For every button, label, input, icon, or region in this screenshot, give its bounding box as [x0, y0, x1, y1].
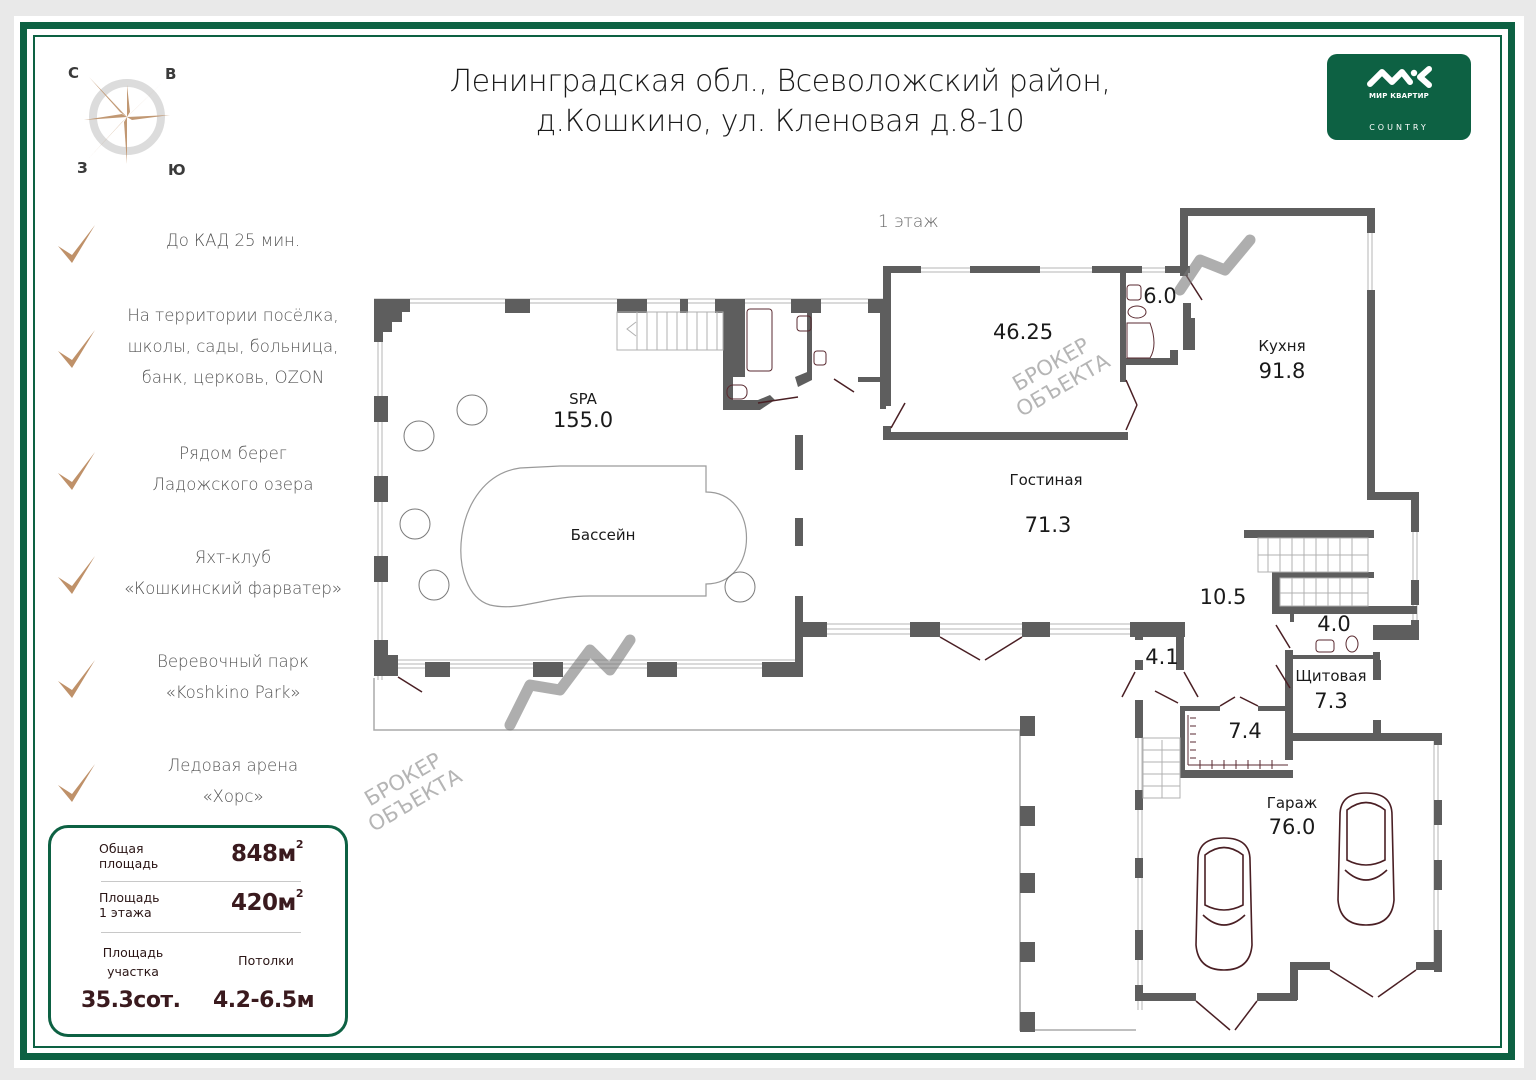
room-kitchen: Кухня 91.8 — [1258, 337, 1306, 383]
address-title: Ленинградская обл., Всеволожский район, … — [420, 62, 1140, 142]
room-spa: SPA 155.0 — [552, 390, 614, 432]
compass-star-icon — [84, 77, 170, 164]
check-icon — [58, 225, 95, 263]
address-line-1: Ленинградская обл., Всеволожский район, — [449, 64, 1111, 99]
check-icon — [58, 764, 95, 802]
plot-area-value: 35.3сот. — [81, 988, 181, 1013]
floor1-area-label: Площадь 1 этажа — [99, 890, 160, 920]
room-46-25: 46.25 — [992, 320, 1054, 344]
check-icon — [58, 452, 95, 490]
check-icon — [58, 556, 95, 594]
room-garage: Гараж 76.0 — [1266, 794, 1318, 839]
compass-north-label: С — [68, 64, 80, 82]
terrace-columns — [1020, 716, 1035, 1032]
feature-text: До КАД 25 мин. — [165, 231, 301, 250]
compass-east-label: В — [165, 65, 177, 83]
walls — [374, 208, 1442, 1001]
check-icon — [58, 330, 95, 368]
feature-item: Рядом берег Ладожского озера — [55, 438, 355, 502]
room-hall-10-5: 10.5 — [1199, 585, 1247, 609]
watermark-logo — [504, 234, 1256, 731]
feature-text: Ледовая арена «Хорс» — [167, 756, 299, 806]
ceiling-label: Потолки — [238, 953, 294, 968]
check-icon — [58, 660, 95, 698]
divider — [101, 932, 301, 933]
feature-text: На территории посёлка, школы, сады, боль… — [127, 306, 339, 387]
staircases — [616, 311, 1369, 799]
feature-item: Ледовая арена «Хорс» — [55, 750, 355, 814]
car-icon — [1337, 792, 1395, 926]
feature-item: До КАД 25 мин. — [55, 220, 355, 266]
outer-frame — [20, 22, 1515, 1060]
divider — [101, 881, 301, 882]
floor-label: 1 этаж — [878, 212, 939, 232]
brand-mark-icon — [1367, 66, 1432, 88]
bathroom-fixtures — [726, 284, 1359, 653]
total-area-value: 848м2 — [231, 838, 303, 867]
feature-item: На территории посёлка, школы, сады, боль… — [55, 300, 355, 396]
feature-text: Веревочный парк «Koshkino Park» — [157, 652, 309, 702]
car-icon — [1195, 837, 1253, 971]
door-swings — [397, 274, 1417, 1031]
room-bathroom-6: 6.0 — [1143, 284, 1177, 308]
room-pool: Бассейн — [570, 526, 636, 544]
brand-name: МИР КВАРТИР — [1369, 92, 1429, 100]
feature-text: Рядом берег Ладожского озера — [152, 444, 314, 494]
plot-area-label: Площадь участка — [102, 945, 164, 979]
compass-rose: С В З Ю — [60, 60, 200, 190]
room-living-name: Гостиная — [1009, 471, 1083, 489]
room-wc-4-0: 4.0 — [1317, 612, 1351, 636]
ceiling-value: 4.2-6.5м — [213, 988, 315, 1013]
room-electrical: Щитовая 7.3 — [1295, 667, 1367, 713]
feature-item: Веревочный парк «Koshkino Park» — [55, 646, 355, 710]
brand-subtitle: COUNTRY — [1369, 123, 1429, 132]
inner-frame — [33, 35, 1502, 1048]
brand-logo: МИР КВАРТИР COUNTRY — [1327, 54, 1471, 140]
floor1-area-value: 420м2 — [231, 887, 303, 916]
total-area-label: Общая площадь — [99, 841, 159, 871]
pool-outline — [460, 465, 747, 608]
wardrobe-hangers — [1187, 715, 1288, 769]
feature-text: Яхт-клуб «Кошкинский фарватер» — [124, 548, 342, 598]
compass-west-label: З — [77, 159, 88, 177]
address-line-2: д.Кошкино, ул. Кленовая д.8-10 — [535, 104, 1025, 139]
room-vestibule-4-1: 4.1 — [1145, 645, 1179, 669]
room-wardrobe-7-4: 7.4 — [1228, 719, 1262, 743]
room-living-area: 71.3 — [1024, 513, 1072, 537]
stats-panel: Общая площадь 848м2 Площадь 1 этажа 420м… — [48, 825, 348, 1037]
feature-item: Яхт-клуб «Кошкинский фарватер» — [55, 542, 355, 606]
spa-circles — [399, 394, 756, 603]
compass-south-label: Ю — [168, 161, 186, 179]
